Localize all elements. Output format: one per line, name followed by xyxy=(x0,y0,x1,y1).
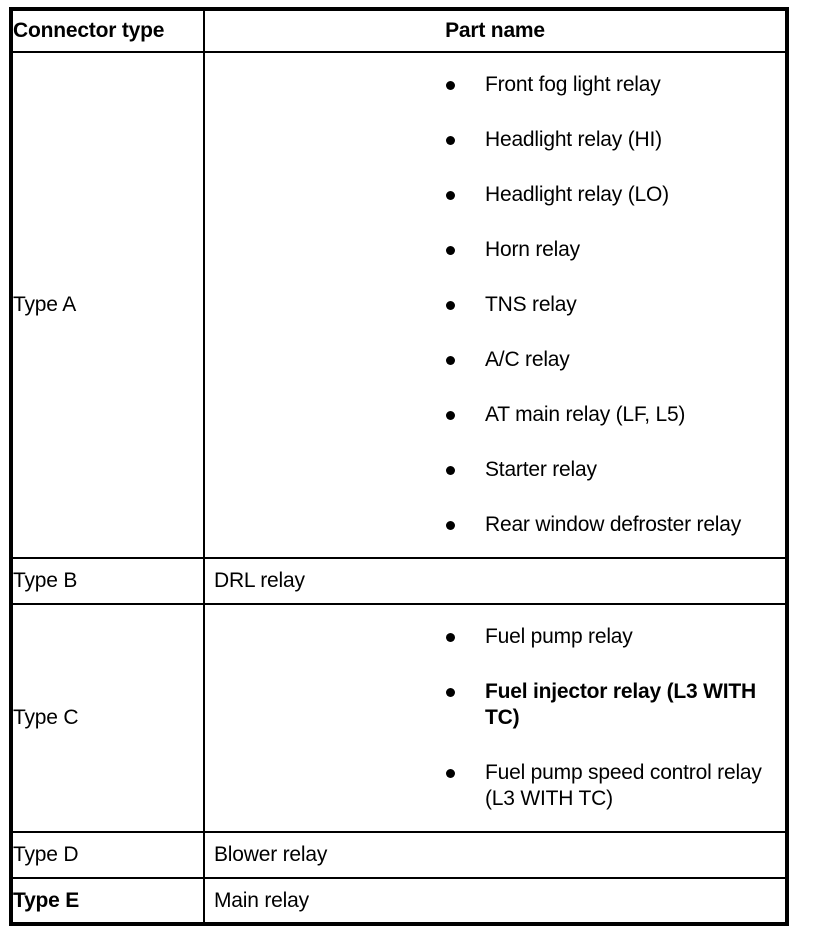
relay-connector-table: Connector type Part name Type A Front fo… xyxy=(9,7,789,926)
bullet-icon xyxy=(446,301,455,310)
part-name-text: Main relay xyxy=(214,888,309,912)
table-row: Type A Front fog light relay Headlight r… xyxy=(10,51,788,559)
bullet-icon xyxy=(446,246,455,255)
list-item-label: Horn relay xyxy=(485,238,580,261)
bullet-icon xyxy=(446,191,455,200)
list-item-label: Rear window defroster relay xyxy=(485,513,742,536)
relay-connector-table-page: Connector type Part name Type A Front fo… xyxy=(9,7,789,926)
part-name-list: Fuel pump relay Fuel injector relay (L3 … xyxy=(205,624,785,812)
part-name-cell: Front fog light relay Headlight relay (H… xyxy=(203,51,788,559)
bullet-icon xyxy=(446,356,455,365)
list-item: AT main relay (LF, L5) xyxy=(446,402,775,428)
list-item: Fuel injector relay (L3 WITH TC) xyxy=(446,679,775,731)
list-item: Headlight relay (LO) xyxy=(446,182,775,208)
list-item: Rear window defroster relay xyxy=(446,512,775,538)
list-item-label: Fuel pump relay xyxy=(485,625,633,648)
column-header-connector-type: Connector type xyxy=(10,8,205,53)
bullet-icon xyxy=(446,81,455,90)
list-item-label: Headlight relay (LO) xyxy=(485,183,669,206)
part-name-cell: DRL relay xyxy=(203,557,788,605)
list-item: Starter relay xyxy=(446,457,775,483)
list-item-label: A/C relay xyxy=(485,348,570,371)
bullet-icon xyxy=(446,411,455,420)
list-item: Headlight relay (HI) xyxy=(446,127,775,153)
table-body: Type A Front fog light relay Headlight r… xyxy=(10,51,788,925)
list-item: Horn relay xyxy=(446,237,775,263)
part-name-text: DRL relay xyxy=(214,569,305,592)
connector-type-cell: Type D xyxy=(10,831,205,879)
part-name-cell: Fuel pump relay Fuel injector relay (L3 … xyxy=(203,603,788,833)
table-row: Type E Main relay xyxy=(10,877,788,925)
bullet-icon xyxy=(446,633,455,642)
part-name-list: Front fog light relay Headlight relay (H… xyxy=(205,72,785,538)
part-name-text: Blower relay xyxy=(214,843,328,866)
connector-type-cell: Type A xyxy=(10,51,205,559)
list-item-label: TNS relay xyxy=(485,293,577,316)
list-item: Front fog light relay xyxy=(446,72,775,98)
connector-type-cell: Type C xyxy=(10,603,205,833)
bullet-group: Front fog light relay Headlight relay (H… xyxy=(205,53,785,557)
part-name-cell: Blower relay xyxy=(203,831,788,879)
list-item-label: Headlight relay (HI) xyxy=(485,128,662,151)
column-header-part-name: Part name xyxy=(203,8,788,53)
bullet-icon xyxy=(446,521,455,530)
list-item: TNS relay xyxy=(446,292,775,318)
bullet-group: Fuel pump relay Fuel injector relay (L3 … xyxy=(205,605,785,831)
table-header-row: Connector type Part name xyxy=(10,8,788,53)
table-header: Connector type Part name xyxy=(10,8,788,53)
part-name-cell: Main relay xyxy=(203,877,788,925)
bullet-icon xyxy=(446,136,455,145)
list-item-label: Starter relay xyxy=(485,458,597,481)
list-item: Fuel pump speed control relay (L3 WITH T… xyxy=(446,760,775,812)
table-row: Type D Blower relay xyxy=(10,831,788,879)
bullet-icon xyxy=(446,688,455,697)
list-item-label: AT main relay (LF, L5) xyxy=(485,403,686,426)
list-item-label: Fuel injector relay (L3 WITH TC) xyxy=(485,680,756,729)
list-item-label: Front fog light relay xyxy=(485,73,661,96)
list-item: Fuel pump relay xyxy=(446,624,775,650)
connector-type-cell: Type E xyxy=(10,877,205,925)
bullet-icon xyxy=(446,769,455,778)
bullet-icon xyxy=(446,466,455,475)
table-row: Type B DRL relay xyxy=(10,557,788,605)
connector-type-cell: Type B xyxy=(10,557,205,605)
list-item: A/C relay xyxy=(446,347,775,373)
list-item-label: Fuel pump speed control relay (L3 WITH T… xyxy=(485,761,762,810)
table-row: Type C Fuel pump relay Fuel injector rel… xyxy=(10,603,788,833)
